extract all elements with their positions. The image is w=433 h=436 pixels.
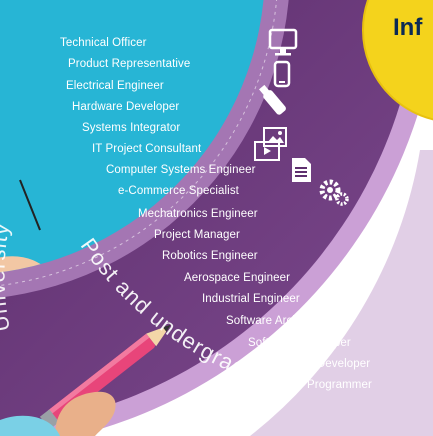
yellow-badge (363, 0, 433, 120)
career-item: Project Manager (154, 229, 240, 241)
career-item: Robotics Engineer (162, 250, 258, 262)
usb-drive-icon (259, 84, 286, 115)
hand (55, 391, 116, 436)
university-arc-label: University (0, 221, 14, 334)
video-icon (254, 141, 280, 161)
yellow-badge-edge (362, 0, 433, 121)
career-item: Hardware Developer (72, 101, 180, 113)
monitor-icon (268, 28, 298, 56)
career-item: Industrial Engineer (202, 293, 300, 305)
gears-icon (319, 179, 349, 206)
band-highlight (250, 150, 433, 436)
career-item: Software Developer (248, 337, 351, 349)
university-area (0, 0, 264, 273)
career-item: Product Representative (68, 58, 191, 70)
career-item: Computer Systems Engineer (106, 164, 256, 176)
career-item: IT Project Consultant (92, 143, 202, 155)
career-item: Software Architect (226, 315, 321, 327)
phone-icon (273, 60, 291, 88)
brand-heading: Inf (393, 14, 423, 41)
career-item: Technical Officer (60, 37, 147, 49)
career-item: Programmer (307, 379, 372, 391)
career-item: Games Developer (276, 358, 371, 370)
sleeve (0, 415, 60, 436)
svg-text:University: University (0, 221, 15, 334)
career-item: Electrical Engineer (66, 80, 164, 92)
career-item: Aerospace Engineer (184, 272, 291, 284)
document-icon (292, 158, 311, 182)
career-item: Systems Integrator (82, 122, 181, 134)
career-item: Mechatronics Engineer (138, 208, 258, 220)
career-item: e-Commerce Specialist (118, 185, 239, 197)
